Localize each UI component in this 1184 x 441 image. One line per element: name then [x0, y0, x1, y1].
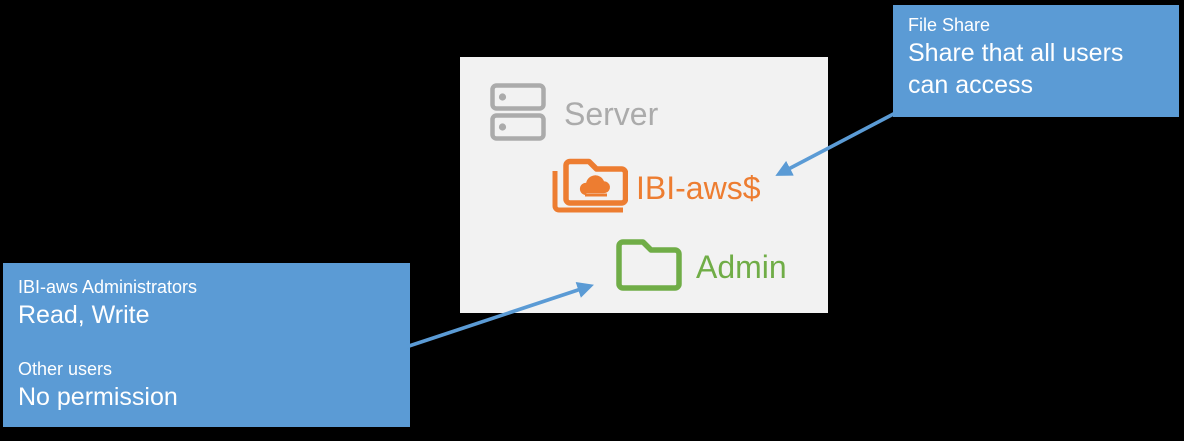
admin-group-permission: Read, Write	[18, 301, 150, 329]
server-panel	[460, 57, 828, 313]
other-users-permission: No permission	[18, 383, 178, 411]
server-label: Server	[564, 96, 659, 132]
admin-label: Admin	[696, 249, 787, 285]
permissions-callout: IBI-aws Administrators Read, Write Other…	[3, 263, 410, 427]
file-share-label: IBI-aws$	[636, 170, 761, 206]
shared-cloud-folder-icon	[548, 155, 629, 222]
file-share-callout-body: Share that all users can access	[908, 39, 1124, 99]
other-users-name: Other users	[18, 359, 113, 379]
admin-group-name: IBI-aws Administrators	[18, 277, 198, 297]
admin-folder-icon	[616, 238, 682, 296]
server-row: Server	[490, 82, 659, 146]
file-share-row: IBI-aws$	[548, 157, 760, 219]
file-share-callout-title: File Share	[908, 15, 991, 35]
server-icon	[490, 82, 546, 146]
file-share-callout: File Share Share that all users can acce…	[893, 5, 1179, 117]
callout-spacer	[18, 331, 410, 358]
admin-row: Admin	[616, 238, 787, 296]
